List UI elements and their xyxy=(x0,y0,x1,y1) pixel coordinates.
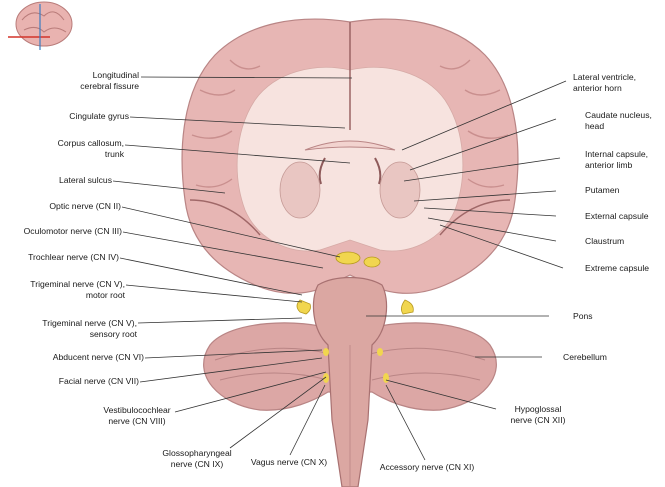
label-putamen: Putamen xyxy=(585,185,619,196)
label-corpus-callosum: Corpus callosum,trunk xyxy=(58,138,124,159)
label-extreme-capsule: Extreme capsule xyxy=(585,263,649,274)
label-lateral-ventricle: Lateral ventricle,anterior horn xyxy=(573,72,636,93)
label-claustrum: Claustrum xyxy=(585,236,624,247)
label-caudate-nucleus: Caudate nucleus,head xyxy=(585,110,652,131)
label-trigeminal-motor: Trigeminal nerve (CN V),motor root xyxy=(30,279,125,300)
label-pons: Pons xyxy=(573,311,593,322)
label-cerebellum: Cerebellum xyxy=(563,352,607,363)
label-facial-nerve: Facial nerve (CN VII) xyxy=(59,376,139,387)
label-abducent-nerve: Abducent nerve (CN VI) xyxy=(53,352,144,363)
label-internal-capsule: Internal capsule,anterior limb xyxy=(585,149,648,170)
label-optic-nerve: Optic nerve (CN II) xyxy=(49,201,121,212)
label-lateral-sulcus: Lateral sulcus xyxy=(59,175,112,186)
label-oculomotor-nerve: Oculomotor nerve (CN III) xyxy=(24,226,122,237)
label-external-capsule: External capsule xyxy=(585,211,649,222)
label-vagus-nerve: Vagus nerve (CN X) xyxy=(244,457,334,468)
label-cingulate-gyrus: Cingulate gyrus xyxy=(69,111,129,122)
brain-orientation-icon xyxy=(8,2,72,50)
label-accessory-nerve: Accessory nerve (CN XI) xyxy=(372,462,482,473)
label-trigeminal-sensory: Trigeminal nerve (CN V),sensory root xyxy=(42,318,137,339)
label-trochlear-nerve: Trochlear nerve (CN IV) xyxy=(28,252,119,263)
